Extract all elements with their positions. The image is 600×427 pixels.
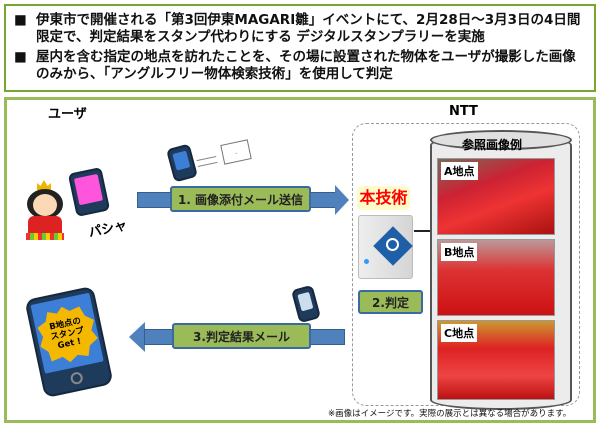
summary-box: ■伊東市で開催される「第3回伊東MAGARI雛」イベントにて、2月28日～3月3… (4, 4, 596, 92)
step3-label: 3.判定結果メール (172, 323, 311, 349)
connector-line (414, 230, 434, 232)
footnote: ※画像はイメージです。実際の展示とは異なる場合があります。 (328, 409, 572, 419)
server-icon (358, 215, 413, 279)
reference-image-b: B地点 (437, 239, 555, 316)
hina-doll-icon (24, 180, 66, 242)
reference-image-c: C地点 (437, 320, 555, 400)
step2-label: 2.判定 (358, 290, 423, 314)
db-label: 参照画像例 (462, 138, 523, 152)
tech-label: 本技術 (357, 186, 410, 210)
ntt-label: NTT (449, 104, 478, 119)
bullet-2: ■屋内を含む指定の地点を訪れたことを、その場に設置された物体をユーザが撮影した画… (14, 49, 576, 82)
diagram-box (4, 97, 596, 423)
user-label: ユーザ (48, 107, 87, 122)
bullet-1: ■伊東市で開催される「第3回伊東MAGARI雛」イベントにて、2月28日～3月3… (14, 12, 581, 45)
reference-image-a: A地点 (437, 158, 555, 235)
step1-label: 1. 画像添付メール送信 (170, 186, 311, 212)
